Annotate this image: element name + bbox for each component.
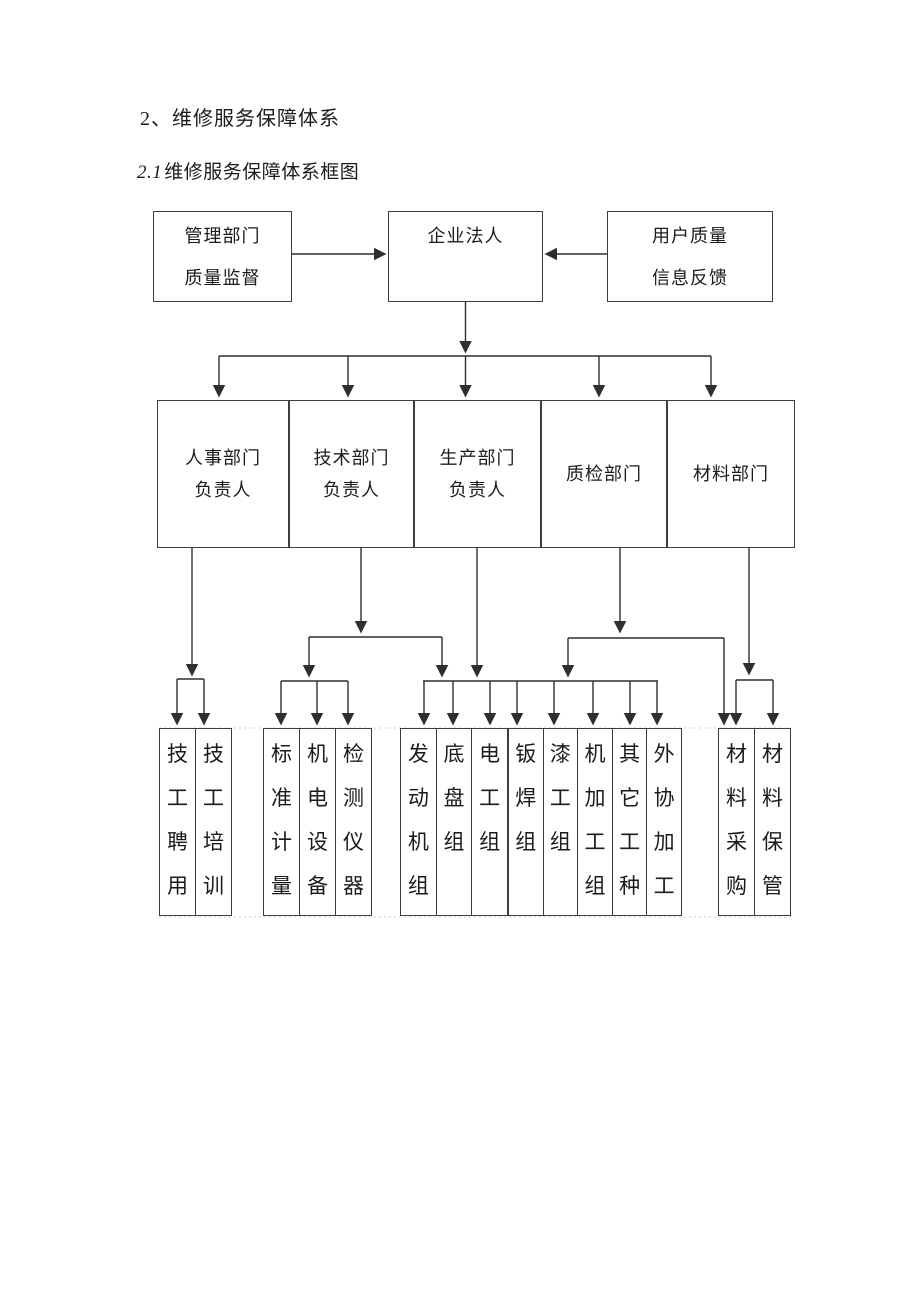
node-chassis-group: 底盘组 — [435, 729, 472, 915]
group-technical-tasks: 标准计量 机电设备 检测仪器 — [263, 728, 372, 916]
group-workshop-teams: 钣焊组 漆工组 机加工组 其它工种 外协加工 — [508, 728, 682, 916]
figure-caption-text: 维修服务保障体系框图 — [164, 162, 360, 183]
node-label-line: 企业法人 — [427, 226, 504, 246]
node-mechatronic-equipment: 机电设备 — [299, 729, 335, 915]
figure-caption-number: 2.1 — [137, 162, 163, 183]
node-worker-hiring: 技工聘用 — [167, 742, 188, 898]
node-testing-instruments: 检测仪器 — [335, 729, 371, 915]
node-label-line: 负责人 — [194, 480, 252, 500]
node-material-procurement: 材料采购 — [726, 742, 747, 898]
section-title: 2、维修服务保障体系 — [140, 108, 340, 130]
group-material-tasks: 材料采购 材料保管 — [718, 728, 791, 916]
node-engine-group: 发动机组 — [407, 742, 429, 898]
node-user-quality-feedback: 用户质量 信息反馈 — [607, 211, 773, 302]
node-label-line: 信息反馈 — [652, 267, 728, 288]
node-label-line: 负责人 — [449, 480, 506, 500]
node-machining-group: 机加工组 — [577, 729, 612, 915]
node-sheet-metal-welding-group: 钣焊组 — [515, 742, 537, 854]
node-personnel-dept-head: 人事部门 负责人 — [157, 400, 289, 548]
node-enterprise-legal-person: 企业法人 — [388, 211, 543, 302]
node-worker-training: 技工培训 — [195, 729, 231, 915]
node-paint-group: 漆工组 — [542, 729, 578, 915]
node-label-line: 人事部门 — [185, 448, 261, 468]
node-quality-inspection-dept: 质检部门 — [541, 400, 667, 548]
node-label-line: 质检部门 — [566, 464, 642, 484]
node-label-line: 用户质量 — [652, 225, 728, 246]
node-label-line: 生产部门 — [439, 448, 516, 468]
node-management-quality-supervision: 管理部门 质量监督 — [153, 211, 292, 302]
node-outsourced-processing: 外协加工 — [646, 729, 681, 915]
node-standard-metrology: 标准计量 — [271, 742, 292, 898]
node-label-line: 负责人 — [323, 480, 380, 500]
node-label-line: 管理部门 — [184, 225, 261, 246]
node-label-line: 质量监督 — [184, 267, 261, 288]
node-production-dept-head: 生产部门 负责人 — [414, 400, 541, 548]
node-technical-dept-head: 技术部门 负责人 — [289, 400, 414, 548]
node-material-storage: 材料保管 — [754, 729, 790, 915]
group-production-teams: 发动机组 底盘组 电工组 — [400, 728, 508, 916]
group-personnel-tasks: 技工聘用 技工培训 — [159, 728, 232, 916]
node-material-dept: 材料部门 — [667, 400, 795, 548]
node-label-line: 技术部门 — [313, 448, 390, 468]
node-other-trades: 其它工种 — [611, 729, 647, 915]
node-label-line: 材料部门 — [693, 464, 769, 484]
node-electrician-group: 电工组 — [471, 729, 507, 915]
